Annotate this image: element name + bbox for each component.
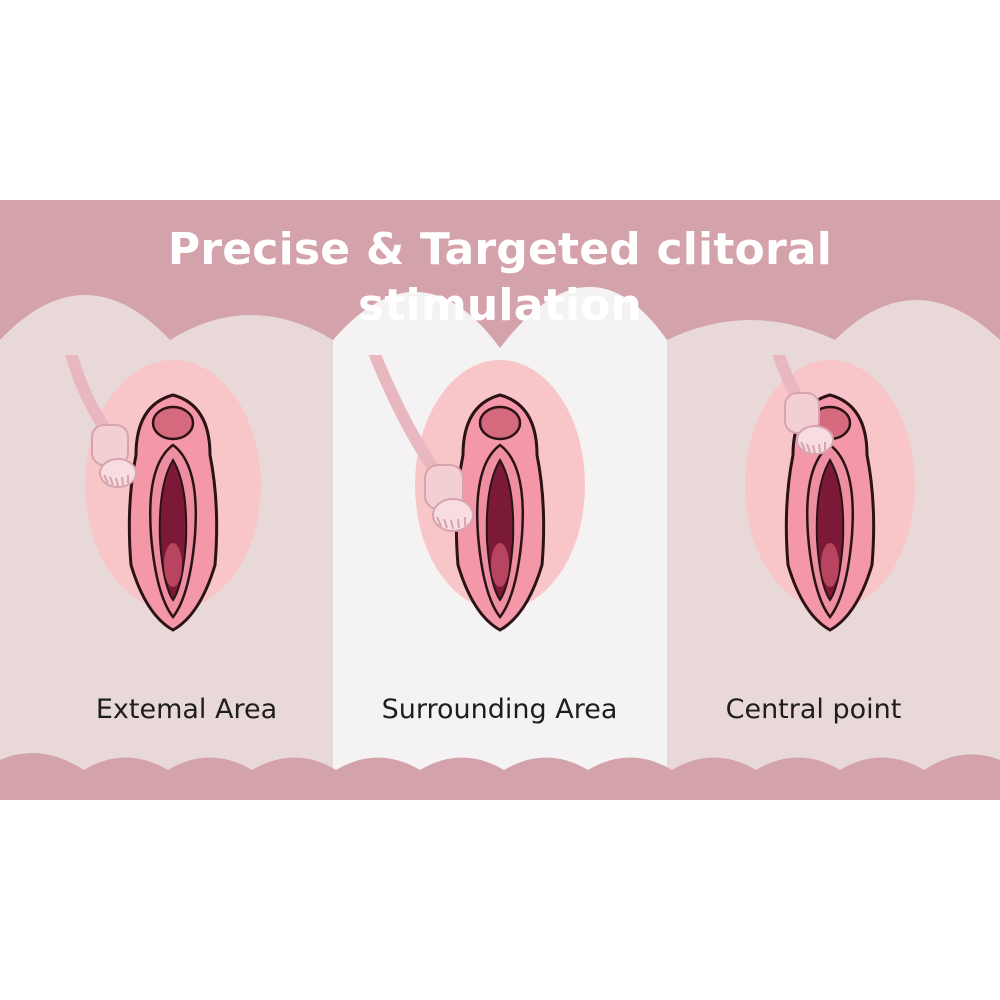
page-title: Precise & Targeted clitoral stimulation [0, 222, 1000, 334]
top-scallop-band [0, 200, 1000, 348]
bottom-scallop-band [0, 752, 1000, 800]
area-label-external: Extemal Area [95, 694, 278, 725]
toy-handle [772, 355, 834, 455]
vulva-illustration [85, 360, 261, 632]
illustration-central-point [745, 355, 915, 632]
vulva-illustration [415, 360, 585, 632]
toy-handle [368, 355, 474, 532]
toy-handle [65, 355, 137, 488]
illustration-surrounding-area [368, 355, 585, 632]
illustration-external-area [65, 355, 261, 632]
title-line-2: stimulation [357, 280, 643, 331]
info-banner: Precise & Targeted clitoral stimulation [0, 200, 1000, 800]
title-line-1: Precise & Targeted clitoral [167, 224, 833, 275]
area-label-surrounding: Surrounding Area [381, 694, 618, 725]
vulva-illustration [745, 360, 915, 632]
area-label-central: Central point [725, 694, 902, 725]
